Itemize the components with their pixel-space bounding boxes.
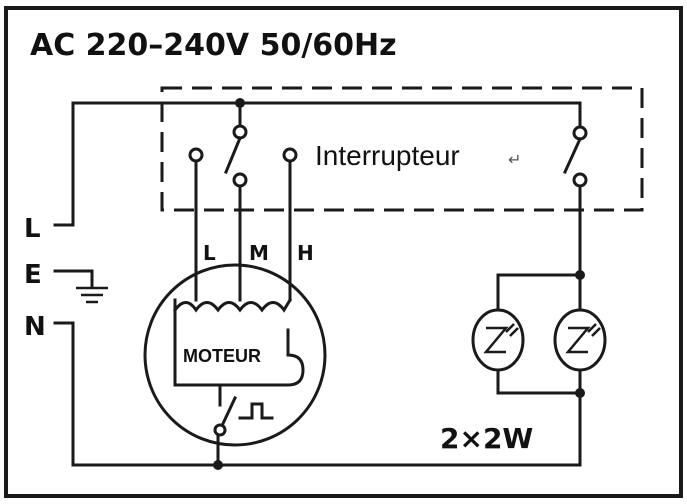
supply-title: AC 220–240V 50/60Hz <box>30 28 397 63</box>
speed-label-medium: M <box>249 241 269 265</box>
motor-housing <box>143 263 327 447</box>
lamp-circuit: 2×2W <box>440 184 607 455</box>
diagram-frame <box>4 6 683 498</box>
motor-label: MOTEUR <box>183 346 261 366</box>
return-mark: ↵ <box>508 150 521 169</box>
lamp-switch <box>563 125 588 188</box>
top-bus <box>71 98 582 220</box>
speed-wires: L M H <box>194 159 314 302</box>
lamp-rating: 2×2W <box>440 422 533 455</box>
switch-box-label: Interrupteur <box>315 140 460 171</box>
thermal-protector <box>218 383 237 432</box>
switch-contact-l <box>188 147 204 163</box>
switch-box-outline <box>160 86 644 212</box>
switch-blade <box>224 136 242 174</box>
speed-selector-switch <box>188 124 298 188</box>
line-terminal-label: L <box>24 214 41 244</box>
lamp-2 <box>553 308 607 372</box>
earth-terminal-label: E <box>24 260 42 290</box>
speed-label-high: H <box>297 241 314 265</box>
thermal-symbol <box>238 402 274 420</box>
motor: MOTEUR <box>143 263 327 467</box>
neutral-terminal-label: N <box>24 312 46 342</box>
motor-winding <box>172 297 305 387</box>
speed-label-low: L <box>203 241 216 265</box>
switch-contact-m <box>232 172 248 188</box>
switch-contact-h <box>282 147 298 163</box>
lamp-1 <box>471 308 525 372</box>
switch-common-top <box>232 124 248 140</box>
